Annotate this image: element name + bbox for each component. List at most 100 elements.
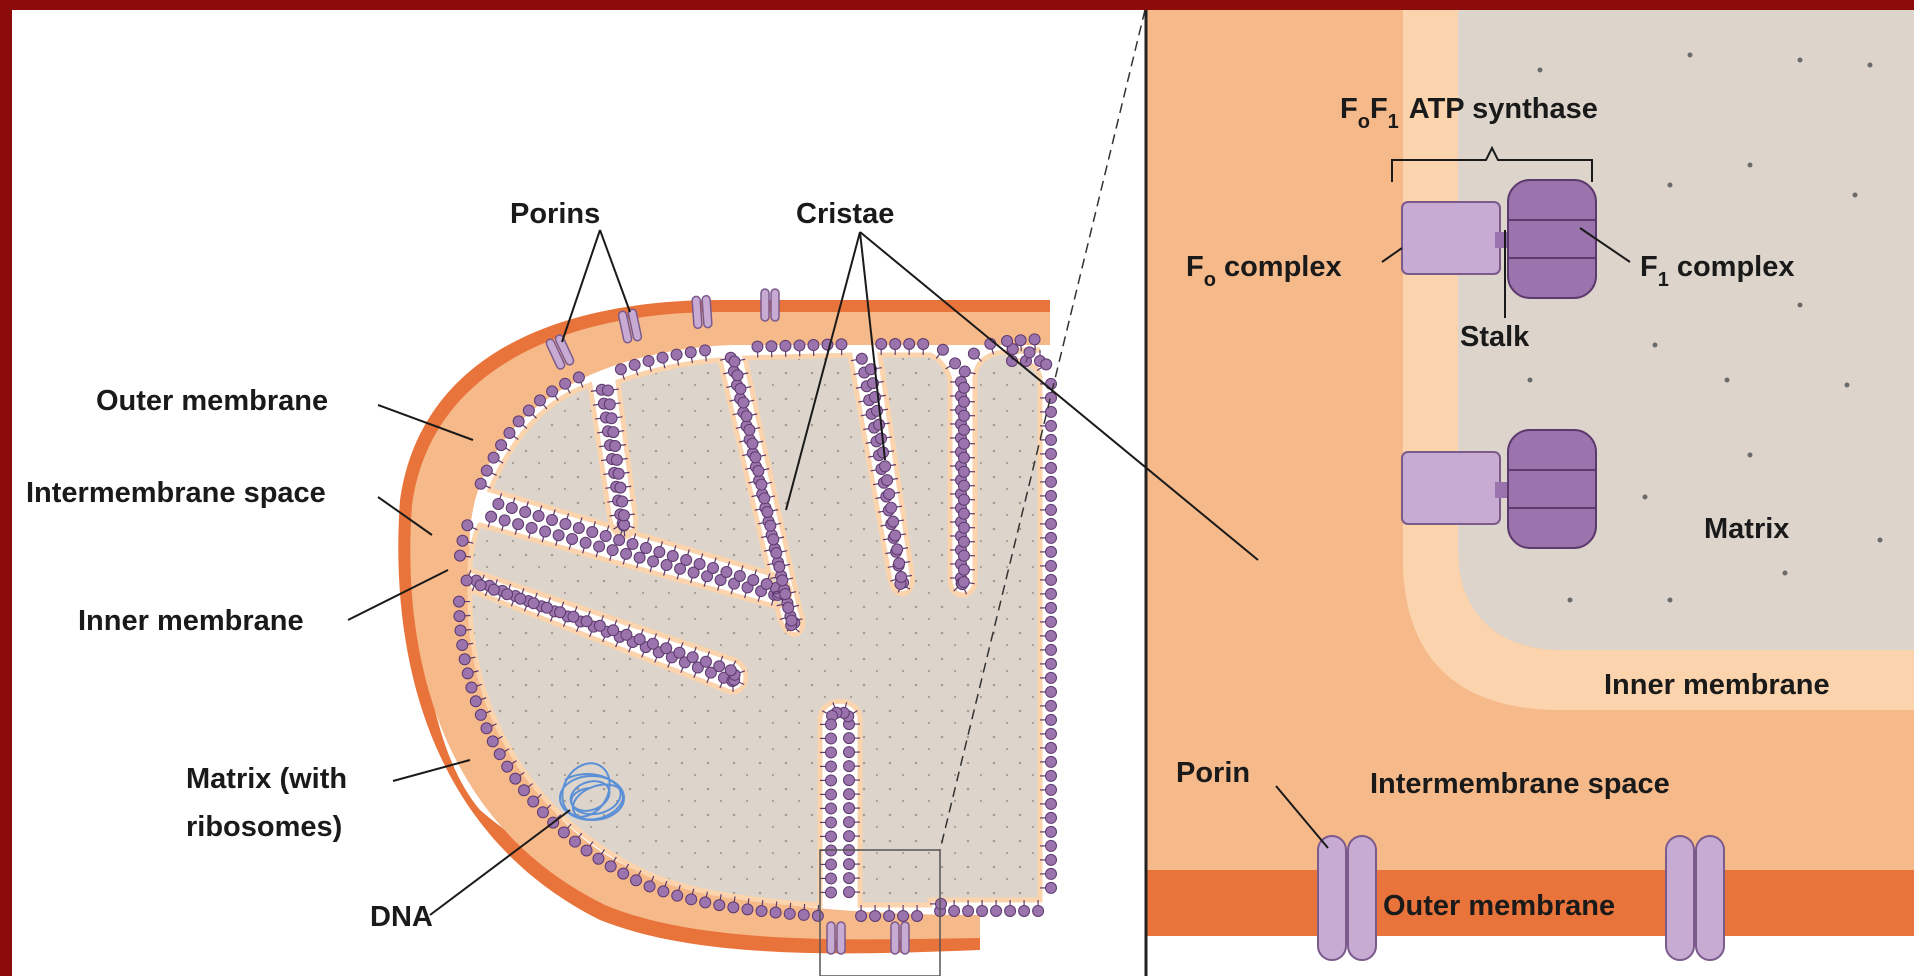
detail-inner-membrane-label: Inner membrane — [1604, 669, 1830, 701]
atp-synthase-particle — [729, 356, 740, 367]
atp-synthase-particle — [752, 341, 763, 352]
atp-synthase-particle — [694, 558, 705, 569]
atp-synthase-particle — [1046, 574, 1057, 585]
atp-synthase-particle — [672, 890, 683, 901]
atp-synthase-particle — [888, 516, 899, 527]
detail-porin-icon-1 — [1318, 836, 1376, 960]
atp-synthase-particle — [959, 550, 970, 561]
atp-synthase-particle — [1015, 335, 1026, 346]
atp-synthase-particle — [884, 911, 895, 922]
atp-synthase-particle — [1046, 616, 1057, 627]
atp-synthase-particle — [1046, 840, 1057, 851]
atp-synthase-particle — [462, 668, 473, 679]
atp-synthase-particle — [600, 530, 611, 541]
atp-synthase-particle — [580, 537, 591, 548]
atp-synthase-particle — [1046, 854, 1057, 865]
atp-synthase-particle — [949, 906, 960, 917]
atp-synthase-particle — [558, 827, 569, 838]
atp-synthase-particle — [770, 907, 781, 918]
atp-synthase-particle — [1046, 602, 1057, 613]
atp-synthase-particle — [959, 410, 970, 421]
atp-synthase-particle — [581, 845, 592, 856]
atp-synthase-particle — [844, 859, 855, 870]
atp-synthase-particle — [555, 607, 566, 618]
atp-synthase-particle — [615, 364, 626, 375]
atp-synthase-particle — [777, 575, 788, 586]
atp-synthase-particle — [657, 352, 668, 363]
atp-synthase-particle — [700, 897, 711, 908]
atp-synthase-particle — [936, 898, 947, 909]
atp-synthase-particle — [780, 340, 791, 351]
atp-synthase-particle — [991, 906, 1002, 917]
atp-synthase-particle — [950, 358, 961, 369]
atp-synthase-particle — [661, 643, 672, 654]
atp-synthase-particle — [537, 807, 548, 818]
atp-synthase-particle — [513, 519, 524, 530]
atp-synthase-particle — [898, 911, 909, 922]
atp-synthase-particle — [783, 602, 794, 613]
atp-synthase-particle — [581, 616, 592, 627]
atp-synthase-particle — [481, 465, 492, 476]
atp-synthase-particle — [721, 566, 732, 577]
atp-synthase-particle — [1046, 868, 1057, 879]
atp-synthase-particle — [1046, 476, 1057, 487]
atp-synthase-particle — [959, 536, 970, 547]
detail-porin-icon-2 — [1666, 836, 1724, 960]
atp-synthase-particle — [904, 339, 915, 350]
atp-synthase-particle — [1046, 728, 1057, 739]
atp-synthase-particle — [504, 427, 515, 438]
atp-synthase-particle — [647, 638, 658, 649]
atp-synthase-particle — [604, 399, 615, 410]
atp-synthase-particle — [515, 593, 526, 604]
atp-synthase-particle — [1046, 798, 1057, 809]
atp-synthase-particle — [617, 496, 628, 507]
atp-synthase-particle — [687, 652, 698, 663]
atp-synthase-particle — [594, 620, 605, 631]
atp-synthase-particle — [1046, 392, 1057, 403]
atp-synthase-particle — [959, 366, 970, 377]
detail-matrix-label: Matrix — [1704, 513, 1789, 545]
atp-synthase-particle — [654, 546, 665, 557]
atp-synthase-particle — [826, 733, 837, 744]
atp-synthase-particle — [844, 831, 855, 842]
atp-synthase-particle — [520, 506, 531, 517]
atp-synthase-particle — [959, 494, 970, 505]
atp-synthase-particle — [1002, 336, 1013, 347]
atp-synthase-particle — [631, 875, 642, 886]
atp-synthase-particle — [890, 339, 901, 350]
atp-synthase-particle — [844, 789, 855, 800]
atp-synthase-particle — [560, 518, 571, 529]
atp-synthase-particle — [488, 584, 499, 595]
atp-synthase-particle — [533, 510, 544, 521]
atp-synthase-particle — [540, 526, 551, 537]
atp-synthase-particle — [510, 773, 521, 784]
atp-synthase-particle — [700, 345, 711, 356]
inner-membrane-label: Inner membrane — [78, 605, 304, 637]
atp-synthase-particle — [560, 378, 571, 389]
atp-synthase-particle — [457, 535, 468, 546]
atp-synthase-particle — [765, 520, 776, 531]
atp-synthase-particle — [1041, 359, 1052, 370]
atp-synthase-particle — [553, 530, 564, 541]
atp-synthase-particle — [610, 440, 621, 451]
atp-synthase-particle — [1046, 434, 1057, 445]
atp-synthase-particle — [826, 803, 837, 814]
atp-synthase-particle — [475, 580, 486, 591]
atp-synthase-particle — [761, 578, 772, 589]
atp-synthase-particle — [602, 385, 613, 396]
atp-synthase-particle — [634, 634, 645, 645]
atp-synthase-particle — [605, 861, 616, 872]
atp-synthase-particle — [570, 836, 581, 847]
atp-synthase-particle — [686, 894, 697, 905]
atp-synthase-particle — [734, 570, 745, 581]
atp-synthase-particle — [523, 405, 534, 416]
matrix-label-line2: ribosomes) — [186, 811, 342, 843]
atp-synthase-particle — [1046, 546, 1057, 557]
atp-synthase-particle — [741, 411, 752, 422]
atp-synthase-particle — [1046, 686, 1057, 697]
atp-synthase-particle — [611, 454, 622, 465]
atp-synthase-particle — [890, 530, 901, 541]
atp-synthase-particle — [826, 817, 837, 828]
atp-synthase-particle — [534, 395, 545, 406]
